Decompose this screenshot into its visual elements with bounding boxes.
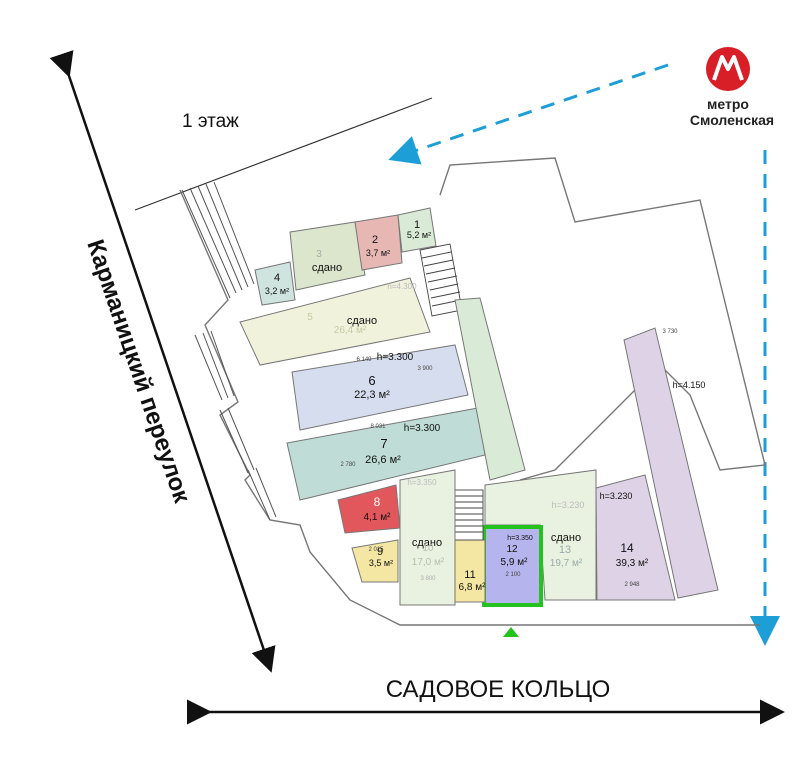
room-7-height: h=3.300 — [404, 423, 441, 434]
room-14-dim-w: 2 948 — [624, 582, 640, 588]
room-12-dim-w: 2 100 — [505, 572, 521, 578]
room-12-number: 12 — [506, 544, 518, 555]
room-14-upper[interactable] — [623, 327, 719, 599]
room-3-number: 3 — [316, 249, 322, 260]
room-13-area: 19,7 м² — [550, 558, 583, 569]
room-4-area: 3,2 м² — [265, 286, 289, 296]
room-6-dim-w: 6 149 — [356, 357, 372, 363]
room-7-dim-w: 8 031 — [370, 424, 386, 430]
room-7-number: 7 — [380, 436, 387, 451]
room-11-area: 6,8 м² — [459, 582, 487, 593]
bottom-street-label: САДОВОЕ КОЛЬЦО — [386, 676, 611, 703]
room-10-area: 17,0 м² — [412, 557, 445, 568]
entrance-marker — [503, 627, 519, 637]
room-13-height: h=3.230 — [552, 500, 585, 510]
room-8-area: 4,1 м² — [364, 512, 392, 523]
room-12-height: h=3.350 — [507, 535, 533, 542]
room-14-upper-height: h=4.150 — [673, 380, 706, 390]
floor-label: 1 этаж — [182, 111, 239, 132]
room-6-dim-h: 3 900 — [417, 366, 433, 372]
room-7[interactable]: h=3.300 7 26,6 м² 8 031 2 780 — [286, 407, 486, 501]
room-5-height: h=4.300 — [387, 282, 417, 291]
room-6-number: 6 — [368, 373, 375, 388]
room-12[interactable]: h=3.350 12 5,9 м² 2 100 — [482, 525, 543, 607]
route-arrow-top — [388, 63, 669, 165]
room-9-number: 9 — [377, 546, 383, 558]
room-5-number: 5 — [307, 312, 313, 323]
service-corridor — [454, 297, 526, 481]
room-1-area: 5,2 м² — [407, 230, 431, 240]
room-2-number: 2 — [372, 234, 378, 246]
room-2[interactable]: 2 3,7 м² — [354, 214, 403, 271]
room-1-number: 1 — [414, 219, 420, 231]
room-6[interactable]: h=3.300 6 22,3 м² 6 149 3 900 — [291, 344, 469, 431]
room-1[interactable]: 1 5,2 м² — [397, 207, 437, 253]
room-8[interactable]: 8 4,1 м² — [337, 484, 401, 534]
room-10[interactable]: сдано 10 17,0 м² h=3.350 3 800 — [399, 469, 456, 606]
metro-logo: метро Смоленская — [690, 47, 774, 128]
room-3-rented-label: сдано — [312, 262, 342, 274]
room-7-area: 26,6 м² — [365, 454, 401, 466]
building-top-line — [134, 97, 433, 211]
room-4[interactable]: 4 3,2 м² — [254, 261, 296, 306]
room-3[interactable]: 3 сдано — [289, 221, 366, 291]
room-14-dim-upper-w: 3 730 — [662, 329, 678, 335]
room-11[interactable]: 11 6,8 м² — [454, 539, 487, 603]
room-14-height: h=3.230 — [600, 491, 633, 501]
room-13-rented-label: сдано — [551, 532, 581, 544]
room-10-rented-label: сдано — [412, 537, 442, 549]
room-14[interactable]: 14 39,3 м² h=3.230 h=4.150 3 730 2 948 — [595, 329, 706, 601]
room-10-dim-w: 3 800 — [420, 576, 436, 582]
metro-label-line1: метро — [707, 96, 749, 112]
room-4-number: 4 — [274, 272, 280, 284]
room-8-number: 8 — [374, 495, 381, 509]
room-5-rented-label: сдано — [347, 315, 377, 327]
room-11-number: 11 — [464, 569, 475, 581]
room-9[interactable]: 9 3,5 м² 2 015 — [351, 539, 399, 583]
metro-label-line2: Смоленская — [690, 112, 774, 128]
room-13-number: 13 — [559, 544, 571, 556]
room-9-dim-w: 2 015 — [368, 547, 384, 553]
room-12-area: 5,9 м² — [501, 557, 529, 568]
room-5-area: 26,4 м² — [334, 325, 367, 336]
room-13[interactable]: 13 19,7 м² сдано h=3.230 — [484, 469, 597, 601]
room-6-area: 22,3 м² — [354, 389, 390, 401]
stairs-lower — [454, 489, 484, 541]
room-5[interactable]: сдано 5 26,4 м² h=4.300 — [239, 277, 431, 366]
side-street-arrow — [49, 50, 276, 673]
exterior-steps — [181, 181, 277, 521]
room-14-area: 39,3 м² — [616, 558, 649, 569]
room-10-height: h=3.350 — [407, 478, 437, 487]
room-2-area: 3,7 м² — [366, 248, 390, 258]
room-7-dim-h: 2 780 — [340, 462, 356, 468]
room-14-number: 14 — [620, 541, 634, 555]
room-6-height: h=3.300 — [377, 352, 414, 363]
room-9-area: 3,5 м² — [369, 558, 393, 568]
room-10-number: 10 — [422, 543, 434, 554]
